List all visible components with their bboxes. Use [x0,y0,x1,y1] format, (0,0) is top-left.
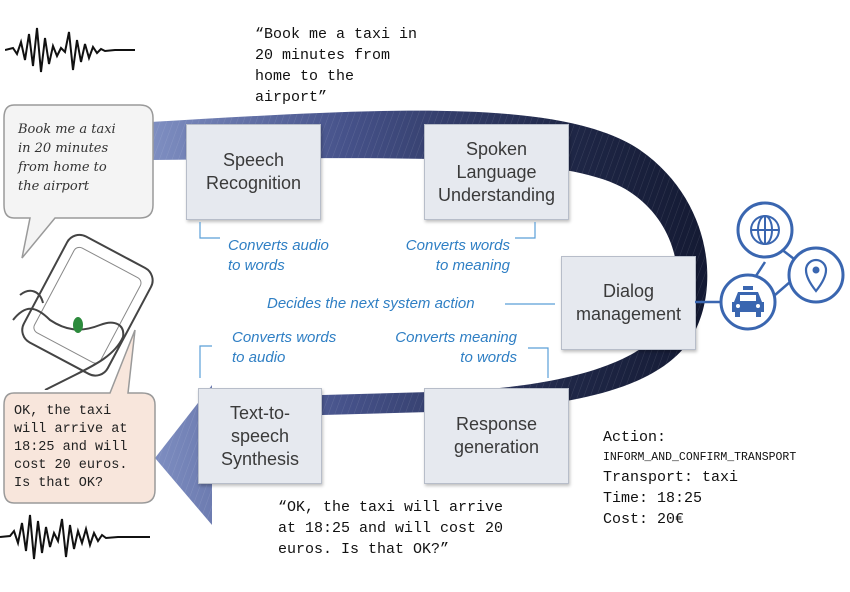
action-name: INFORM_AND_CONFIRM_TRANSPORT [603,451,797,464]
action-cost: Cost: 20€ [603,511,685,528]
location-pin-icon [787,246,845,304]
system-speech-bubble [3,329,156,504]
system-bubble-text: OK, the taxi will arrive at 18:25 and wi… [14,404,128,491]
waveform-icon [0,514,150,560]
action-transport: Transport: taxi [603,469,739,486]
taxi-icon [719,273,777,331]
phone-hand-icon [12,233,154,390]
response-generation-box: Response generation [424,388,569,484]
user-request-quote: “Book me a taxi in 20 minutes from home … [255,26,418,106]
asr-annotation: Converts audio to words [228,237,329,274]
user-bubble-text: Book me a taxi in 20 minutes from home t… [18,122,116,194]
spoken-language-understanding-box: Spoken Language Understanding [424,124,569,220]
user-speech-bubble [3,104,154,259]
dm-annotation: Decides the next system action [267,295,475,312]
globe-icon [736,201,794,259]
system-response-quote: “OK, the taxi will arrive at 18:25 and w… [278,499,504,558]
waveform-icon [5,27,135,73]
text-to-speech-box: Text-to- speech Synthesis [198,388,322,484]
action-label: Action: [603,429,667,446]
nlg-annotation: Converts meaning to words [395,329,517,366]
tts-annotation: Converts words to audio [232,329,337,366]
action-time: Time: 18:25 [603,490,703,507]
speech-recognition-box: Speech Recognition [186,124,321,220]
slu-annotation: Converts words to meaning [405,237,510,274]
